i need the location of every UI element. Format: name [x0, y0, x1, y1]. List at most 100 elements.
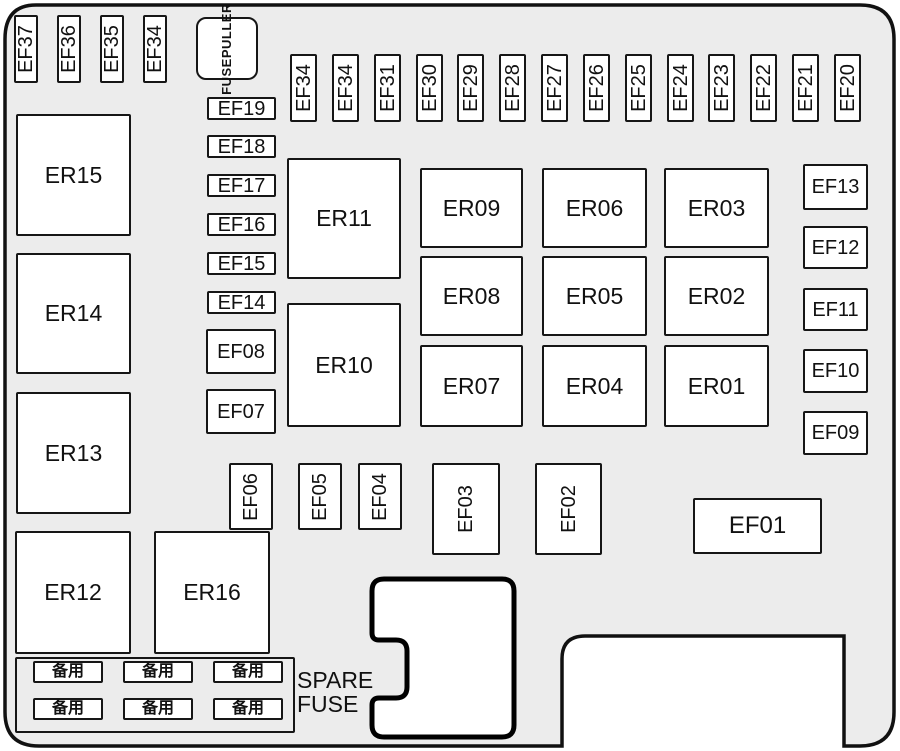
fuse-label: EF15 [217, 252, 266, 275]
relay-label: ER01 [687, 372, 746, 399]
fuse-ef25: EF25 [625, 54, 652, 122]
fuse-label: EF14 [217, 291, 266, 314]
fuse-ef07: EF07 [206, 389, 276, 434]
fuse-ef24: EF24 [667, 54, 694, 122]
relay-er10: ER10 [287, 303, 401, 427]
fuse-ef26: EF26 [583, 54, 610, 122]
fuse-ef30: EF30 [416, 54, 443, 122]
relay-er02: ER02 [664, 256, 769, 336]
relay-label: ER10 [315, 351, 373, 378]
relay-er16: ER16 [154, 531, 270, 654]
fuse-label: EF22 [752, 64, 775, 112]
fuse-label: EF02 [557, 485, 580, 533]
fuse-label: EF13 [811, 176, 860, 198]
relay-er11: ER11 [287, 158, 401, 279]
fuse-label: EF29 [459, 64, 482, 112]
spare-fuse-container [15, 657, 295, 733]
spare-fuse-slot: 备用 [123, 698, 193, 720]
fuse-puller: FUSEPULLER [196, 3, 258, 94]
fuse-ef37: EF37 [14, 15, 38, 83]
fuse-ef20: EF20 [834, 54, 861, 122]
fuse-ef34-b: EF34 [332, 54, 359, 122]
spare-slot-label: 备用 [141, 700, 174, 717]
fuse-label: EF25 [627, 64, 650, 112]
fuse-ef15: EF15 [207, 252, 276, 275]
fuse-label: EF24 [669, 64, 692, 112]
fuse-label: EF20 [836, 64, 859, 112]
fuse-ef14: EF14 [207, 291, 276, 314]
fuse-ef22: EF22 [750, 54, 777, 122]
relay-label: ER15 [44, 161, 103, 188]
fuse-label: EF27 [543, 64, 566, 112]
fuse-ef10: EF10 [803, 349, 868, 393]
spare-slot-label: 备用 [51, 663, 84, 680]
fuse-ef18: EF18 [207, 135, 276, 158]
fuse-ef08: EF08 [206, 329, 276, 374]
relay-er06: ER06 [542, 168, 647, 248]
fuse-label: EF01 [728, 512, 787, 539]
relay-er14: ER14 [16, 253, 131, 374]
fuse-ef31: EF31 [374, 54, 401, 122]
fuse-label: EF34 [334, 64, 357, 112]
fuse-label: EF08 [217, 340, 265, 363]
fuse-ef01: EF01 [693, 498, 822, 554]
relay-label: ER08 [442, 282, 501, 309]
spare-fuse-caption: SPARE FUSE [297, 668, 373, 716]
connector-shape [369, 576, 517, 740]
relay-er15: ER15 [16, 114, 131, 236]
spare-slot-label: 备用 [141, 663, 174, 680]
relay-er01: ER01 [664, 345, 769, 427]
fuse-label: EF16 [217, 213, 266, 236]
spare-fuse-slot: 备用 [123, 661, 193, 683]
fuse-ef17: EF17 [207, 174, 276, 197]
spare-fuse-caption-line2: FUSE [297, 691, 359, 717]
relay-er13: ER13 [16, 392, 131, 514]
relay-er12: ER12 [15, 531, 131, 654]
spare-fuse-slot: 备用 [213, 661, 283, 683]
spare-fuse-slot: 备用 [33, 661, 103, 683]
fuse-label: EF09 [811, 422, 860, 444]
fuse-label: EF37 [15, 25, 37, 73]
spare-fuse-slot: 备用 [33, 698, 103, 720]
fuse-label: EF23 [710, 64, 733, 112]
relay-label: ER13 [44, 439, 103, 466]
spare-fuse-slot: 备用 [213, 698, 283, 720]
fuse-ef09: EF09 [803, 411, 868, 455]
relay-er08: ER08 [420, 256, 523, 336]
fuse-ef35: EF35 [100, 15, 124, 83]
fuse-ef12: EF12 [803, 226, 868, 269]
fuse-label: EF17 [217, 174, 266, 197]
fuse-ef21: EF21 [792, 54, 819, 122]
fuse-ef11: EF11 [803, 288, 868, 331]
fuse-label: EF34 [292, 64, 315, 112]
fuse-label: EF11 [812, 298, 859, 321]
fuse-ef23: EF23 [708, 54, 735, 122]
fuse-label: EF26 [585, 64, 608, 112]
spare-slot-label: 备用 [231, 700, 264, 717]
relay-label: ER03 [687, 194, 746, 221]
relay-label: ER05 [565, 282, 624, 309]
fuse-ef29: EF29 [457, 54, 484, 122]
fuse-label: EF12 [811, 236, 860, 259]
spare-slot-label: 备用 [231, 663, 264, 680]
relay-er05: ER05 [542, 256, 647, 336]
fuse-label: EF03 [455, 485, 477, 533]
fuse-label: EF10 [811, 360, 860, 382]
relay-label: ER12 [44, 579, 102, 605]
relay-label: ER14 [44, 300, 103, 326]
relay-label: ER07 [442, 372, 501, 399]
fuse-ef34-topleft: EF34 [143, 15, 167, 83]
fuse-label: EF31 [376, 64, 399, 112]
fuse-puller-label: FUSEPULLER [219, 3, 234, 95]
fuse-label: EF35 [101, 25, 123, 73]
relay-er04: ER04 [542, 345, 647, 427]
fuse-ef27: EF27 [541, 54, 568, 122]
fuse-ef13: EF13 [803, 164, 868, 210]
fuse-label: EF06 [240, 472, 262, 521]
fuse-label: EF18 [217, 135, 266, 158]
fuse-ef05: EF05 [298, 463, 342, 530]
fuse-label: EF36 [58, 25, 80, 73]
relay-label: ER02 [687, 282, 746, 309]
fuse-ef04: EF04 [358, 463, 402, 530]
